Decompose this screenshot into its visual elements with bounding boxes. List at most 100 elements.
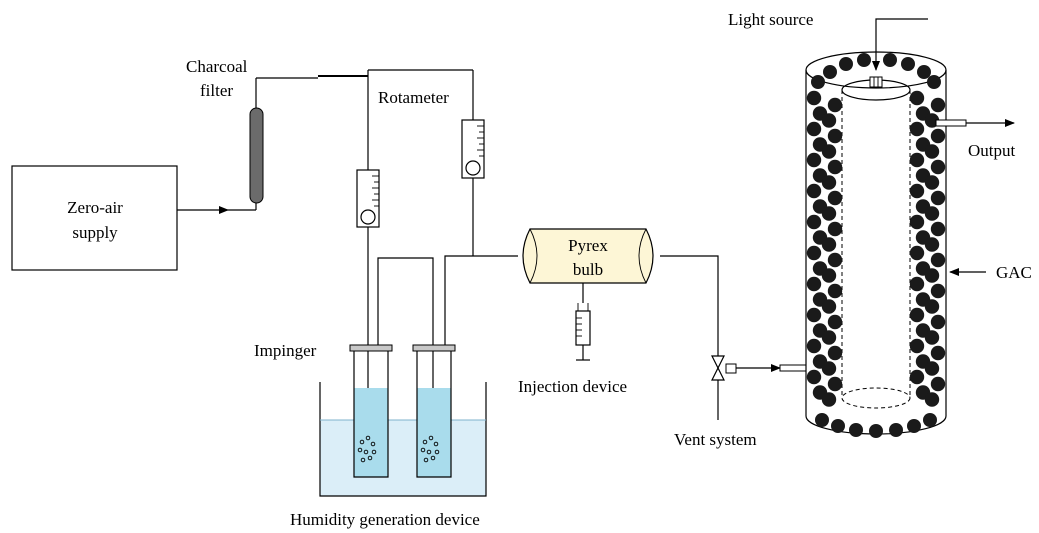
injection-label: Injection device [518,377,627,396]
vent-label: Vent system [674,430,757,449]
pyrex-bulb: Pyrex bulb [522,228,654,284]
gac-granule [907,419,921,433]
top-header-pipe [256,69,474,170]
gac-granule [827,159,843,175]
gac-granule [909,369,925,385]
gac-granule [909,245,925,261]
gac-granule [909,183,925,199]
gac-granule [821,237,837,252]
gac-granule [930,376,946,392]
gac-granule [901,57,915,71]
zero-air-label-line1: Zero-air [67,198,123,217]
gac-granule [909,121,925,137]
rotameter-label: Rotameter [378,88,449,107]
reactor-outlet-nozzle [935,119,967,127]
gac-granule [924,175,940,190]
gac-granule [930,190,946,206]
gac-granule [827,376,843,392]
gac-granule [815,413,829,427]
gac-granule [827,345,843,361]
charcoal-label-line2: filter [200,81,233,100]
gac-granule [821,144,837,159]
zero-air-label-line2: supply [72,223,118,242]
impinger-1 [349,344,393,478]
gac-granule [924,268,940,283]
gac-granule [806,183,822,199]
pyrex-label-line2: bulb [573,260,603,279]
gac-granule [889,423,903,437]
gac-granule [883,53,897,67]
gac-granule [924,392,940,407]
gac-granule [924,206,940,221]
gac-granules [806,53,946,438]
gac-granule [909,214,925,230]
reactor-inlet-nozzle [779,364,807,372]
gac-granule [827,128,843,144]
gac-granule [930,314,946,330]
gac-granule [930,252,946,268]
gac-granule [924,144,940,159]
gac-granule [930,345,946,361]
gac-granule [917,65,931,79]
gac-granule [806,307,822,323]
gac-granule [930,159,946,175]
light-source-lamp [869,76,883,88]
charcoal-label-line1: Charcoal [186,57,248,76]
gac-granule [806,245,822,261]
charcoal-filter-body [249,107,264,204]
gac-granule [806,369,822,385]
gac-granule [909,152,925,168]
gac-granule [821,392,837,407]
gac-granule [924,361,940,376]
gac-granule [930,283,946,299]
gac-reactor [805,51,947,438]
impinger-2-outlet [444,255,518,345]
gac-granule [909,307,925,323]
gac-granule [821,113,837,128]
gac-granule [827,283,843,299]
gac-granule [839,57,853,71]
water-bath [319,382,487,497]
gac-granule [806,214,822,230]
gac-granule [827,221,843,237]
gac-granule [823,65,837,79]
gac-granule [821,361,837,376]
gac-granule [821,268,837,283]
gac-granule [821,299,837,314]
gac-granule [831,419,845,433]
gac-granule [821,206,837,221]
gac-granule [849,423,863,437]
bulb-to-vent-pipe [660,255,719,356]
rotameter-left [356,169,380,228]
injection-syringe [575,283,591,361]
gac-granule [827,97,843,113]
impinger-label: Impinger [254,341,317,360]
gac-granule [811,75,825,89]
gac-granule [806,121,822,137]
gac-granule [930,221,946,237]
output-label: Output [968,141,1016,160]
zero-air-supply: Zero-air supply [11,165,178,271]
rotameter-right [461,119,485,179]
gac-granule [930,128,946,144]
pyrex-label-line1: Pyrex [568,236,608,255]
charcoal-filter: Charcoal filter [186,57,264,210]
gac-granule [909,338,925,354]
gac-granule [827,314,843,330]
gac-granule [806,338,822,354]
gac-granule [806,276,822,292]
gac-granule [924,299,940,314]
gac-granule [806,90,822,106]
gac-granule [806,152,822,168]
gac-granule [930,97,946,113]
light-source-leader [872,18,928,71]
gac-granule [821,330,837,345]
vent-valve [711,355,737,420]
gac-granule [927,75,941,89]
gac-label: GAC [996,263,1032,282]
gac-granule [909,276,925,292]
gac-granule [857,53,871,67]
gac-granule [923,413,937,427]
gac-granule [924,237,940,252]
